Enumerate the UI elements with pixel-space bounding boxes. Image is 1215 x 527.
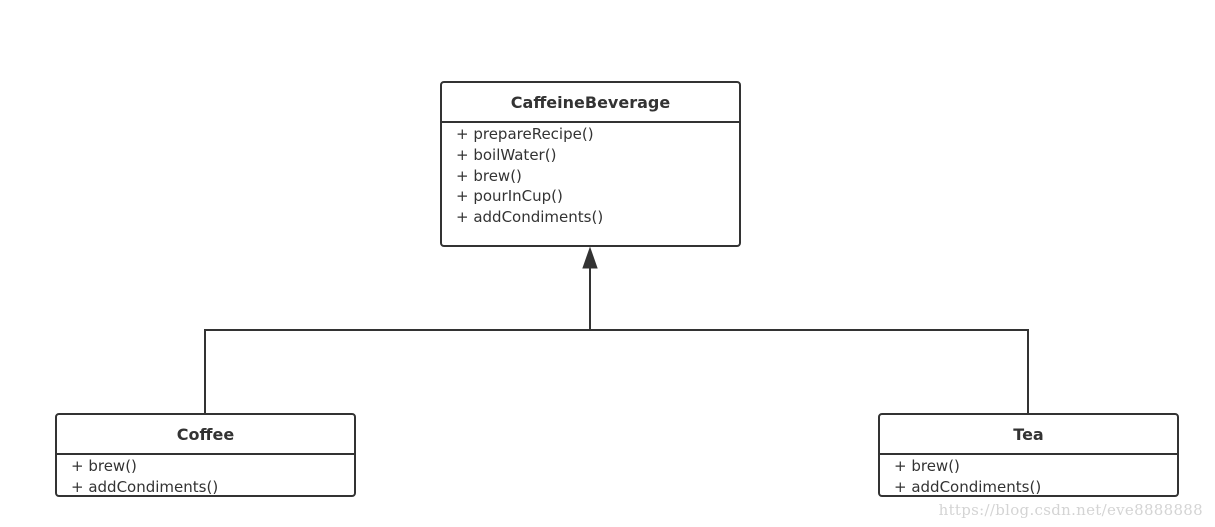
method-item: + prepareRecipe() [456, 125, 594, 143]
class-box-coffee[interactable]: Coffee + brew() + addCondiments() [55, 413, 356, 497]
class-name: Tea [880, 415, 1177, 455]
method-list: + brew() + addCondiments() [57, 455, 354, 496]
watermark-text: https://blog.csdn.net/eve8888888 [938, 501, 1203, 519]
class-box-caffeine-beverage[interactable]: CaffeineBeverage + prepareRecipe() + boi… [440, 81, 741, 247]
method-item: + pourInCup() [456, 187, 563, 206]
connector-tea-to-caffeine-beverage [590, 329, 1029, 413]
method-item: + brew() [71, 457, 137, 475]
method-item: + brew() [894, 457, 960, 475]
method-list: + prepareRecipe() + boilWater() + brew()… [442, 123, 739, 228]
method-item: + brew() [456, 166, 522, 185]
class-name: Coffee [57, 415, 354, 455]
inheritance-arrowhead [582, 246, 598, 269]
method-item: + addCondiments() [456, 208, 604, 227]
method-item: + addCondiments() [894, 477, 1042, 496]
method-item: + addCondiments() [71, 477, 219, 496]
method-list: + brew() + addCondiments() [880, 455, 1177, 496]
class-box-tea[interactable]: Tea + brew() + addCondiments() [878, 413, 1179, 497]
class-name: CaffeineBeverage [442, 83, 739, 123]
connector-coffee-to-caffeine-beverage [204, 268, 591, 413]
method-item: + boilWater() [456, 145, 557, 164]
